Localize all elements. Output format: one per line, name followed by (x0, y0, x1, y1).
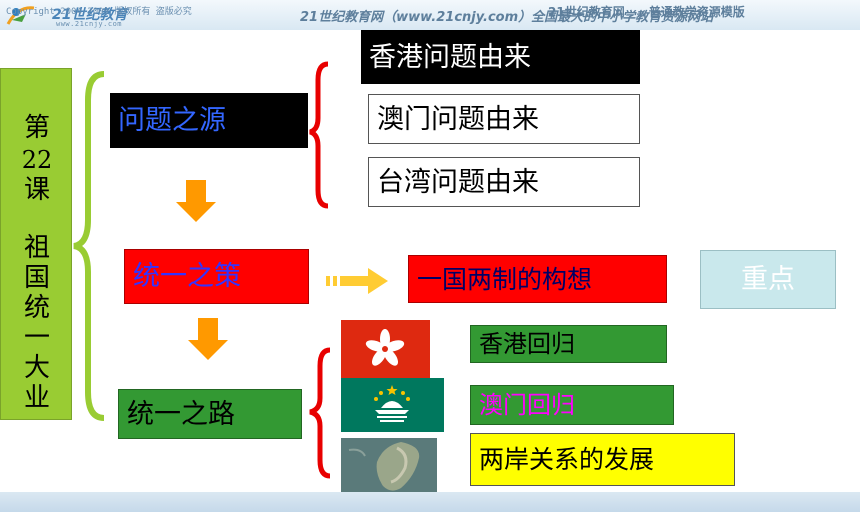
down-arrow-icon (176, 180, 216, 222)
title-char: 业 (23, 383, 50, 413)
title-char: 国 (23, 263, 50, 293)
hk-origin-box: 香港问题由来 (361, 30, 640, 84)
lesson-title-panel: 第 22 课 祖 国 统 一 大 业 (0, 68, 72, 420)
logo-subtext: www.21cnjy.com (56, 20, 123, 28)
one-country-two-systems-box: 一国两制的构想 (408, 255, 667, 303)
title-char: 祖 (23, 233, 50, 263)
title-char: 22 (21, 146, 53, 174)
unification-strategy-box: 统一之策 (124, 249, 309, 304)
footer-copyright: Copyright 2004-2009 版权所有 盗版必究 (6, 7, 192, 17)
source-bracket-icon (309, 61, 329, 209)
macau-return-box: 澳门回归 (470, 385, 674, 425)
macau-flag-icon (341, 378, 444, 432)
footer-site-label[interactable]: 21世纪教育网 普通教学资源模版 (548, 5, 745, 19)
title-char: 课 (23, 175, 50, 205)
logo-text: 21世纪教育 (52, 7, 128, 23)
header-bar (0, 0, 860, 30)
right-arrow-icon (326, 268, 388, 294)
title-char: 大 (23, 353, 50, 383)
problem-source-box: 问题之源 (110, 93, 308, 148)
title-char: 统 (23, 293, 50, 323)
macau-origin-box: 澳门问题由来 (368, 94, 640, 144)
taiwan-map-icon (341, 438, 437, 494)
road-bracket-icon (309, 347, 331, 479)
site-logo-icon (6, 6, 35, 25)
title-char: 第 (23, 113, 50, 143)
main-bracket-icon (73, 71, 105, 421)
taiwan-origin-box: 台湾问题由来 (368, 157, 640, 207)
cross-strait-box: 两岸关系的发展 (470, 433, 735, 486)
title-char: 一 (23, 323, 50, 353)
header-site-title[interactable]: 21世纪教育网（www.21cnjy.com）全国最大的中小学教育资源网站 (300, 10, 714, 25)
hk-return-box: 香港回归 (470, 325, 667, 363)
key-point-box: 重点 (700, 250, 836, 309)
hong-kong-flag-icon (341, 320, 430, 378)
unification-road-box: 统一之路 (118, 389, 302, 439)
down-arrow-icon (188, 318, 228, 360)
footer-bar (0, 492, 860, 512)
